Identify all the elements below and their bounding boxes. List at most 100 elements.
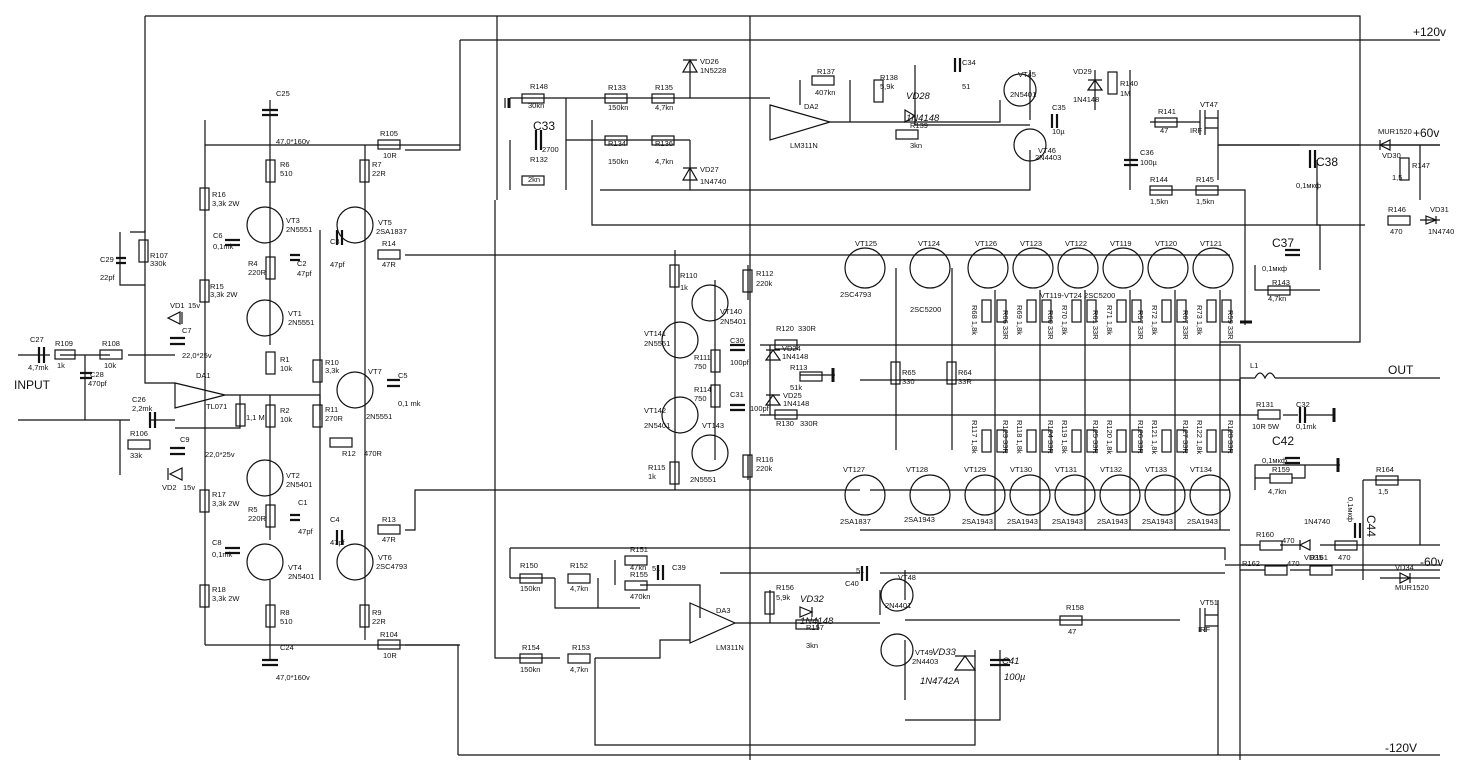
- r156-label: R156: [776, 583, 794, 592]
- r16-value: 3,3k 2W: [212, 199, 240, 208]
- c30-label: C30: [730, 336, 744, 345]
- vt129-value: 2SA1943: [962, 517, 993, 526]
- vt7-symbol: [336, 371, 374, 409]
- r162-label: R162: [1242, 559, 1260, 568]
- c32-label: C32: [1296, 400, 1310, 409]
- r7-value: 22R: [372, 169, 386, 178]
- r9-label: R9: [372, 608, 382, 617]
- c44-value: 0,1мкф: [1346, 497, 1355, 522]
- c34-value: 51: [962, 82, 970, 91]
- vt125-value: 2SC4793: [840, 290, 871, 299]
- c9-value: 22,0*25v: [205, 450, 235, 459]
- r139-value: 3kn: [910, 141, 922, 150]
- vd26-label: VD26: [700, 57, 719, 66]
- r135-label: R135: [655, 83, 673, 92]
- vt6-label: VT6: [378, 553, 392, 562]
- r145-label: R145: [1196, 175, 1214, 184]
- vd30-value: VD30: [1382, 151, 1401, 160]
- c2-value: 47pf: [297, 269, 313, 278]
- c25-label: C25: [276, 89, 290, 98]
- vd32-label: VD32: [800, 594, 824, 605]
- r155-label: R155: [630, 570, 648, 579]
- r18-label: R18: [212, 585, 226, 594]
- upper-control-parts: [507, 58, 1438, 324]
- vt119-label: VT119: [1110, 239, 1132, 248]
- vt141-label: VT141: [644, 329, 666, 338]
- r143-value: 4,7kn: [1268, 294, 1286, 303]
- r123-label: R123 33R: [1001, 420, 1010, 454]
- c4-label: C4: [330, 515, 340, 524]
- c27-label: C27: [30, 335, 44, 344]
- r148-label: R148: [530, 82, 548, 91]
- vt130-value: 2SA1943: [1007, 517, 1038, 526]
- c31-label: C31: [730, 390, 744, 399]
- r131-label: R131: [1256, 400, 1274, 409]
- r147-value: 1,5: [1392, 173, 1402, 182]
- vd27-label: VD27: [700, 165, 719, 174]
- c40-label: C40: [845, 579, 859, 588]
- vd35-value: 1N4740: [1304, 517, 1330, 526]
- r64-label: R64: [958, 368, 972, 377]
- r127-label: R127 33R: [1181, 420, 1190, 454]
- r106-label: R106: [130, 429, 148, 438]
- r158-value: 47: [1068, 627, 1076, 636]
- vt123-label: VT123: [1020, 239, 1042, 248]
- c8-label: C8: [212, 538, 222, 547]
- r134-value: 150kn: [608, 157, 628, 166]
- vas-transistors: [246, 206, 374, 581]
- c33-label: C33: [533, 119, 555, 133]
- vt128-value: 2SA1943: [904, 515, 935, 524]
- c42-value: 0,1мкф: [1262, 456, 1287, 465]
- r134-label: R134: [608, 139, 626, 148]
- r154-label: R154: [522, 643, 540, 652]
- r147-label: R147: [1412, 161, 1430, 170]
- c29-label: C29: [100, 255, 114, 264]
- r105-label: R105: [380, 129, 398, 138]
- vt45-value: 2N5401: [1010, 90, 1036, 99]
- vt143-value: 2N5551: [690, 475, 716, 484]
- input-label: INPUT: [14, 378, 51, 392]
- r111-label: R111: [694, 353, 711, 362]
- da2-label: DA2: [804, 102, 819, 111]
- c26-label: C26: [132, 395, 146, 404]
- r126-label: R126 33R: [1136, 420, 1145, 454]
- c24-value: 47,0*160v: [276, 673, 310, 682]
- vd2-value: 15v: [183, 483, 195, 492]
- da3-label: DA3: [716, 606, 731, 615]
- vt142-value: 2N5401: [644, 421, 670, 430]
- r146-label: R146: [1388, 205, 1406, 214]
- c44-label: C44: [1364, 515, 1378, 537]
- r150-label: R150: [520, 561, 538, 570]
- r154-value: 150kn: [520, 665, 540, 674]
- vd35-label: VD35: [1304, 553, 1323, 562]
- c37-value: 0,1мкф: [1262, 264, 1287, 273]
- vd26-value: 1N5228: [700, 66, 726, 75]
- r65-value: 330: [902, 377, 915, 386]
- vd30-label: MUR1520: [1378, 127, 1412, 136]
- c40-value: 51: [856, 566, 864, 575]
- c39-label: C39: [672, 563, 686, 572]
- r12-value: 470R: [364, 449, 383, 458]
- vt132-value: 2SA1943: [1097, 517, 1128, 526]
- r6-value: 510: [280, 169, 293, 178]
- r113-value: 51k: [790, 383, 802, 392]
- r136-label: R136: [655, 139, 673, 148]
- r161-label: R161: [1310, 553, 1328, 562]
- vt47-label: VT47: [1200, 100, 1218, 109]
- vt132-label: VT132: [1100, 465, 1122, 474]
- r11-label: R11: [325, 405, 338, 414]
- vt141-value: 2N5551: [644, 339, 670, 348]
- r104-label: R104: [380, 630, 398, 639]
- r125-label: R125 33R: [1091, 420, 1100, 454]
- r-1m-value: 1,1 M: [246, 413, 265, 422]
- r141-value: 47: [1160, 126, 1168, 135]
- vt3-value: 2N5551: [286, 225, 312, 234]
- input-stage: [18, 100, 870, 660]
- r117-label: R117 1,8k: [970, 420, 979, 454]
- vt128-label: VT128: [906, 465, 928, 474]
- vt45-label: VT45: [1018, 70, 1036, 79]
- c2-label: C2: [297, 259, 307, 268]
- r137-value: 407kn: [815, 88, 835, 97]
- r4-value: 220R: [248, 268, 267, 277]
- r157-value: 3kn: [806, 641, 818, 650]
